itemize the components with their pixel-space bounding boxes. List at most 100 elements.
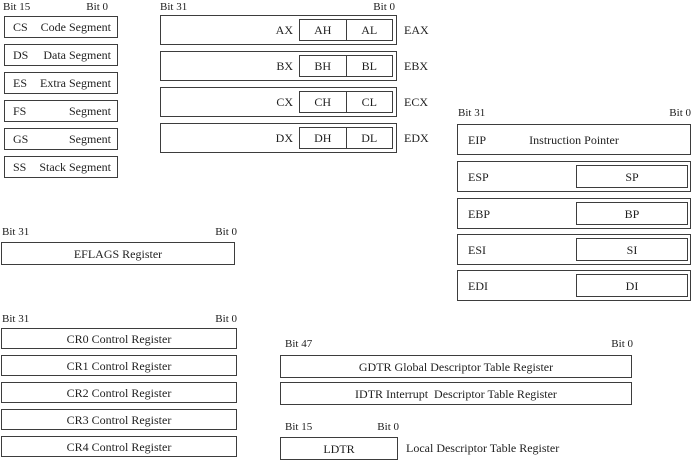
register-code: DS <box>13 48 29 62</box>
word-sub-register-box: DI <box>576 274 688 297</box>
register-code: FS <box>13 104 27 118</box>
ldtr-caption: Local Descriptor Table Register <box>406 441 560 455</box>
register-name: CR4 Control Register <box>66 439 172 454</box>
register-code: ES <box>13 76 28 90</box>
general-register-box-eax: AX AH AL EAX <box>160 15 429 45</box>
pointer-bit-range: Bit 31 Bit 0 <box>458 108 691 119</box>
low-byte-cell: CL <box>361 95 377 109</box>
general-register-box-edx: DX DH DL EDX <box>160 123 429 153</box>
sub-register-label: DI <box>625 278 639 293</box>
high-byte-cell: DH <box>300 128 347 148</box>
bit-high-label: Bit 15 <box>285 421 313 433</box>
low-byte-cell: AL <box>361 23 378 37</box>
high-byte-cell: BH <box>300 56 347 76</box>
word-sub-register-box: SP <box>576 165 688 188</box>
ebp-register-box: EBP BP <box>457 198 691 229</box>
extended-register-label: EBX <box>404 59 428 73</box>
word-register-label: AX <box>275 23 293 37</box>
register-name: CR3 Control Register <box>66 412 172 427</box>
eflags-register-box: EFLAGS Register <box>1 242 235 265</box>
register-name: Extra Segment <box>40 76 111 90</box>
register-name: Segment <box>69 104 111 118</box>
byte-register-box: CH CL <box>299 91 393 113</box>
register-name: Segment <box>69 132 111 146</box>
cr1-register-box: CR1 Control Register <box>1 355 237 376</box>
register-code: EDI <box>468 278 488 293</box>
sub-register-label: SP <box>625 169 639 184</box>
bit-low-label: Bit 0 <box>611 338 633 350</box>
segment-register-box-es: ES Extra Segment <box>4 72 118 94</box>
register-code: EIP <box>468 132 486 147</box>
extended-register-label: EAX <box>404 23 429 37</box>
descriptor-bit-range: Bit 47 Bit 0 <box>285 339 633 350</box>
segment-register-box-gs: GS Segment <box>4 128 118 150</box>
register-name: Code Segment <box>40 20 111 34</box>
low-byte-cell: BL <box>361 59 377 73</box>
bit-high-label: Bit 31 <box>2 313 30 325</box>
idtr-register-box: IDTR Interrupt Descriptor Table Register <box>280 382 632 405</box>
register-name: Instruction Pointer <box>529 132 619 147</box>
register-name: Data Segment <box>43 48 111 62</box>
register-code: EBP <box>468 206 491 221</box>
segment-register-box-fs: FS Segment <box>4 100 118 122</box>
bit-low-label: Bit 0 <box>669 107 691 119</box>
register-name: IDTR Interrupt Descriptor Table Register <box>355 386 557 401</box>
word-register-label: BX <box>276 59 293 73</box>
cr3-register-box: CR3 Control Register <box>1 409 237 430</box>
register-code: ESI <box>468 242 486 257</box>
segment-register-box-ss: SS Stack Segment <box>4 156 118 178</box>
bit-low-label: Bit 0 <box>373 1 395 13</box>
eflags-bit-range: Bit 31 Bit 0 <box>2 227 237 238</box>
high-byte-cell: CH <box>300 92 347 112</box>
word-register-label: CX <box>276 95 293 109</box>
register-name: Stack Segment <box>39 160 111 174</box>
bit-high-label: Bit 31 <box>160 1 188 13</box>
register-name: GDTR Global Descriptor Table Register <box>358 359 554 374</box>
register-code: SS <box>13 160 27 174</box>
esp-register-box: ESP SP <box>457 161 691 192</box>
bit-low-label: Bit 0 <box>215 226 237 238</box>
high-byte-cell: AH <box>300 20 347 40</box>
ldtr-register-box: LDTR <box>280 437 398 460</box>
sub-register-label: SI <box>626 242 638 257</box>
bit-high-label: Bit 31 <box>2 226 30 238</box>
cr0-register-box: CR0 Control Register <box>1 328 237 349</box>
general-bit-range: Bit 31 Bit 0 <box>160 2 395 13</box>
byte-register-box: BH BL <box>299 55 393 77</box>
bit-low-label: Bit 0 <box>215 313 237 325</box>
bit-high-label: Bit 31 <box>458 107 486 119</box>
segment-register-box-cs: CS Code Segment <box>4 16 118 38</box>
segment-bit-range: Bit 15 Bit 0 <box>3 2 108 13</box>
general-register-box-ecx: CX CH CL ECX <box>160 87 428 117</box>
bit-high-label: Bit 15 <box>3 1 31 13</box>
extended-register-label: ECX <box>404 95 428 109</box>
bit-high-label: Bit 47 <box>285 338 313 350</box>
register-code: ESP <box>468 169 489 184</box>
register-code: GS <box>13 132 29 146</box>
word-sub-register-box: BP <box>576 202 688 225</box>
word-register-label: DX <box>275 131 293 145</box>
sub-register-label: BP <box>624 206 640 221</box>
eip-register-box: EIP Instruction Pointer <box>457 124 691 155</box>
low-byte-cell: DL <box>361 131 378 145</box>
segment-register-box-ds: DS Data Segment <box>4 44 118 66</box>
register-name: CR2 Control Register <box>66 385 172 400</box>
cr4-register-box: CR4 Control Register <box>1 436 237 457</box>
edi-register-box: EDI DI <box>457 270 691 301</box>
ldtr-bit-range: Bit 15 Bit 0 <box>285 422 399 433</box>
gdtr-register-box: GDTR Global Descriptor Table Register <box>280 355 632 378</box>
bit-low-label: Bit 0 <box>86 1 108 13</box>
register-name: CR1 Control Register <box>66 358 172 373</box>
register-code: LDTR <box>323 441 355 456</box>
esi-register-box: ESI SI <box>457 234 691 265</box>
word-sub-register-box: SI <box>576 238 688 261</box>
extended-register-label: EDX <box>404 131 429 145</box>
control-bit-range: Bit 31 Bit 0 <box>2 314 237 325</box>
byte-register-box: AH AL <box>299 19 393 41</box>
bit-low-label: Bit 0 <box>377 421 399 433</box>
byte-register-box: DH DL <box>299 127 393 149</box>
register-name: EFLAGS Register <box>73 246 163 261</box>
register-name: CR0 Control Register <box>66 331 172 346</box>
cr2-register-box: CR2 Control Register <box>1 382 237 403</box>
